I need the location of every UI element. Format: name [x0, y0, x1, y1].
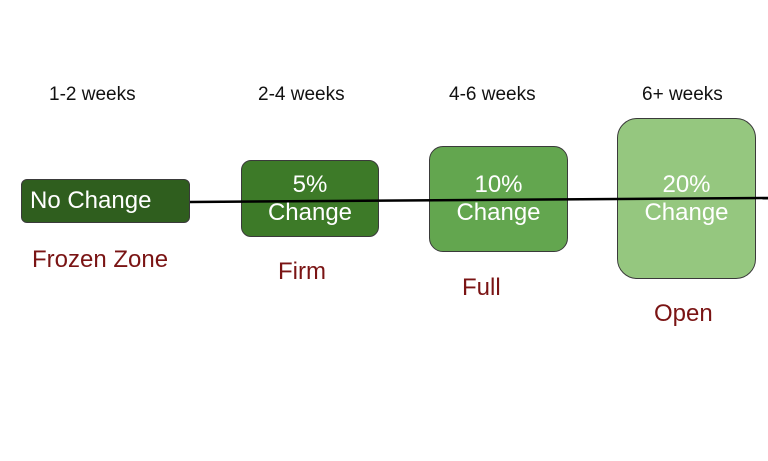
zone-label-firm: Firm	[278, 258, 326, 285]
zone-label-frozen: Frozen Zone	[32, 246, 169, 273]
stage-box-no-change: No Change	[21, 179, 190, 223]
stage-box-10-percent-label: Change	[456, 199, 541, 226]
zone-label-open: Open	[654, 300, 713, 327]
stage-box-20-percent: 20% Change	[617, 118, 756, 279]
stage-box-10-percent-value: 10%	[474, 171, 523, 198]
period-label-2-4-weeks: 2-4 weeks	[258, 84, 345, 105]
stage-box-5-percent: 5% Change	[241, 160, 379, 237]
stage-box-20-percent-label: Change	[644, 198, 729, 226]
period-label-4-6-weeks: 4-6 weeks	[449, 84, 536, 105]
stage-box-10-percent: 10% Change	[429, 146, 568, 252]
stage-box-5-percent-value: 5%	[292, 170, 328, 198]
period-label-1-2-weeks: 1-2 weeks	[49, 84, 136, 105]
stage-box-20-percent-value: 20%	[662, 170, 711, 198]
period-label-6-plus-weeks: 6+ weeks	[642, 84, 723, 105]
stage-box-5-percent-label: Change	[267, 198, 353, 226]
zone-label-full: Full	[462, 274, 501, 301]
stage-box-no-change-text: No Change	[30, 187, 152, 214]
